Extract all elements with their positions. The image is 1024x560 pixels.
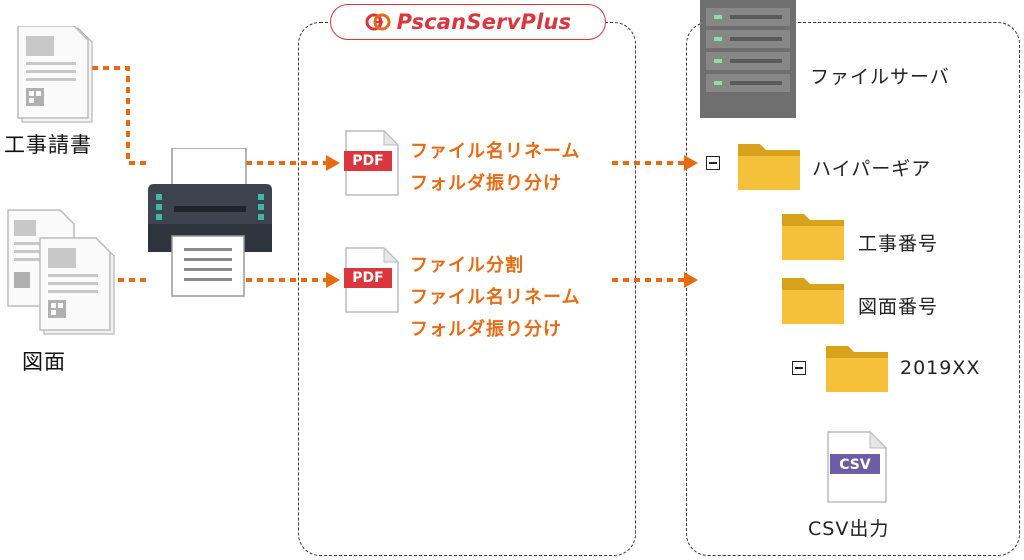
folder-icon: [738, 144, 800, 190]
logo-icon: [365, 13, 391, 31]
csv-badge: CSV: [839, 457, 871, 473]
pdf-group-1: ファイル名リネーム フォルダ振り分け: [410, 136, 580, 200]
pdf-file-icon: [344, 246, 400, 313]
folder-icon: [826, 346, 888, 392]
process-step: フォルダ振り分け: [410, 319, 562, 340]
folder-label-construction-number: 工事番号: [858, 233, 939, 255]
folder-label-drawing-number: 図面番号: [858, 296, 939, 318]
pdf-group-2: ファイル分割 ファイル名リネーム フォルダ振り分け: [410, 250, 580, 346]
server-panel: [686, 22, 1020, 556]
pdf-badge: PDF: [352, 270, 384, 286]
contract-label: 工事請書: [4, 133, 92, 157]
pdf-badge: PDF: [352, 153, 384, 169]
collapse-toggle-icon[interactable]: [792, 361, 806, 375]
arrowhead: [326, 155, 340, 171]
file-server-label: ファイルサーバ: [810, 66, 950, 88]
logo-text: PscanServPlus: [396, 10, 572, 34]
folder-icon: [782, 278, 844, 324]
process-step: ファイル名リネーム: [410, 287, 581, 308]
scanner-printer-icon: [148, 148, 272, 297]
arrowhead: [684, 272, 698, 288]
drawing-label: 図面: [22, 350, 66, 374]
folder-label-hypergear: ハイパーギア: [812, 158, 932, 180]
arrowhead: [326, 272, 340, 288]
process-step: ファイル分割: [410, 255, 524, 276]
csv-output-label: CSV出力: [808, 518, 890, 540]
contract-document-icon: [17, 26, 93, 123]
folder-label-2019xx: 2019XX: [900, 357, 981, 379]
folder-icon: [782, 214, 844, 260]
arrowhead: [684, 155, 698, 171]
pscanservplus-logo: PscanServPlus: [330, 4, 606, 40]
pdf-file-icon: [344, 129, 400, 196]
file-server-icon: [700, 0, 796, 118]
drawing-document-icon: [7, 209, 115, 335]
csv-file-icon: [827, 430, 888, 503]
process-step: ファイル名リネーム: [410, 141, 581, 162]
process-step: フォルダ振り分け: [410, 173, 562, 194]
collapse-toggle-icon[interactable]: [706, 156, 720, 170]
